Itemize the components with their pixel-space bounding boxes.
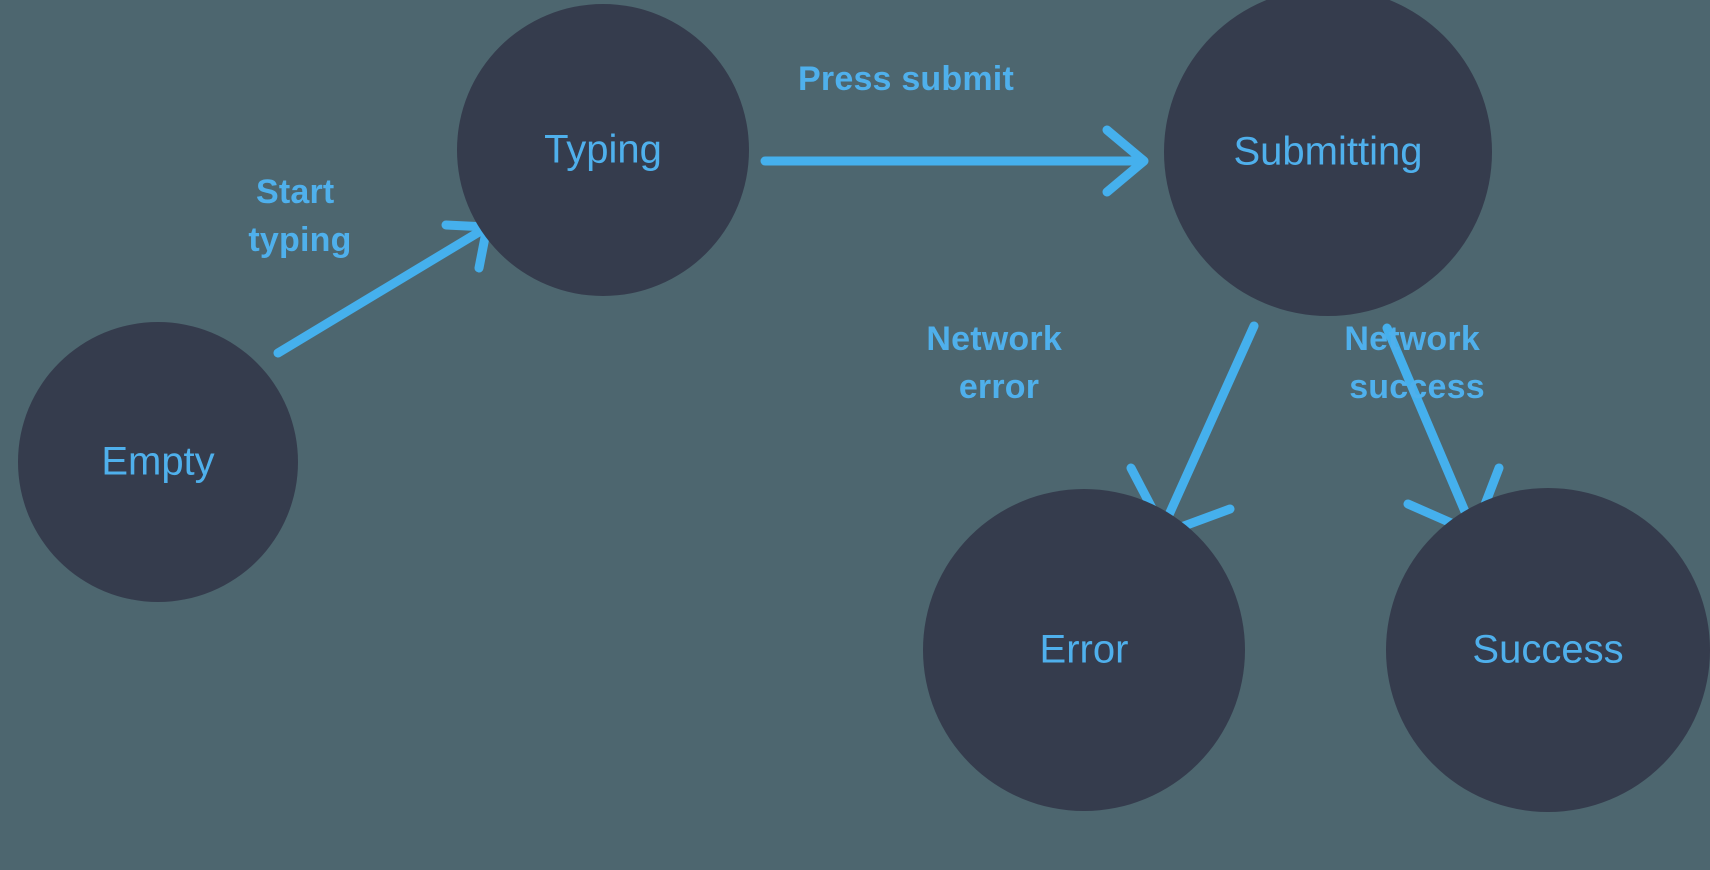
state-circle-error [923, 489, 1245, 811]
state-circle-typing [457, 4, 749, 296]
edge-label-network-success: Network success [1344, 320, 1489, 406]
edge-label-press-submit: Press submit [798, 60, 1014, 98]
edge-label-start-typing-line-2: typing [248, 221, 351, 259]
state-label-typing: Typing [544, 128, 662, 172]
edge-label-network-success-line-2: success [1349, 368, 1485, 406]
state-circle-submitting [1164, 0, 1492, 316]
state-node-success[interactable]: Success [1386, 488, 1710, 812]
state-label-error: Error [1040, 628, 1129, 672]
edge-start-typing[interactable]: Start typing [248, 173, 492, 358]
edge-label-network-error-line-2: error [959, 368, 1039, 406]
edge-label-start-typing: Start typing [248, 173, 351, 259]
state-circle-empty [18, 322, 298, 602]
edge-label-press-submit-line-1: Press submit [798, 60, 1014, 98]
state-node-typing[interactable]: Typing [457, 4, 749, 296]
state-label-success: Success [1472, 628, 1623, 672]
state-circle-success [1386, 488, 1710, 812]
edge-label-network-success-line-1: Network [1344, 320, 1480, 358]
state-node-empty[interactable]: Empty [18, 322, 298, 602]
edge-label-start-typing-line-1: Start [256, 173, 334, 211]
edge-network-success[interactable]: Network success [1344, 320, 1504, 538]
state-node-error[interactable]: Error [923, 489, 1245, 811]
edge-line-network-success [1382, 323, 1477, 533]
state-label-submitting: Submitting [1234, 130, 1423, 174]
edge-line-start-typing [273, 224, 489, 358]
state-label-empty: Empty [101, 440, 214, 484]
edge-line-network-error [1158, 321, 1259, 533]
edge-label-network-error: Network error [926, 320, 1071, 406]
arrowhead-press-submit [1102, 125, 1149, 197]
edge-label-network-error-line-1: Network [926, 320, 1062, 358]
edge-press-submit[interactable]: Press submit [760, 60, 1149, 197]
state-node-submitting[interactable]: Submitting [1164, 0, 1492, 316]
